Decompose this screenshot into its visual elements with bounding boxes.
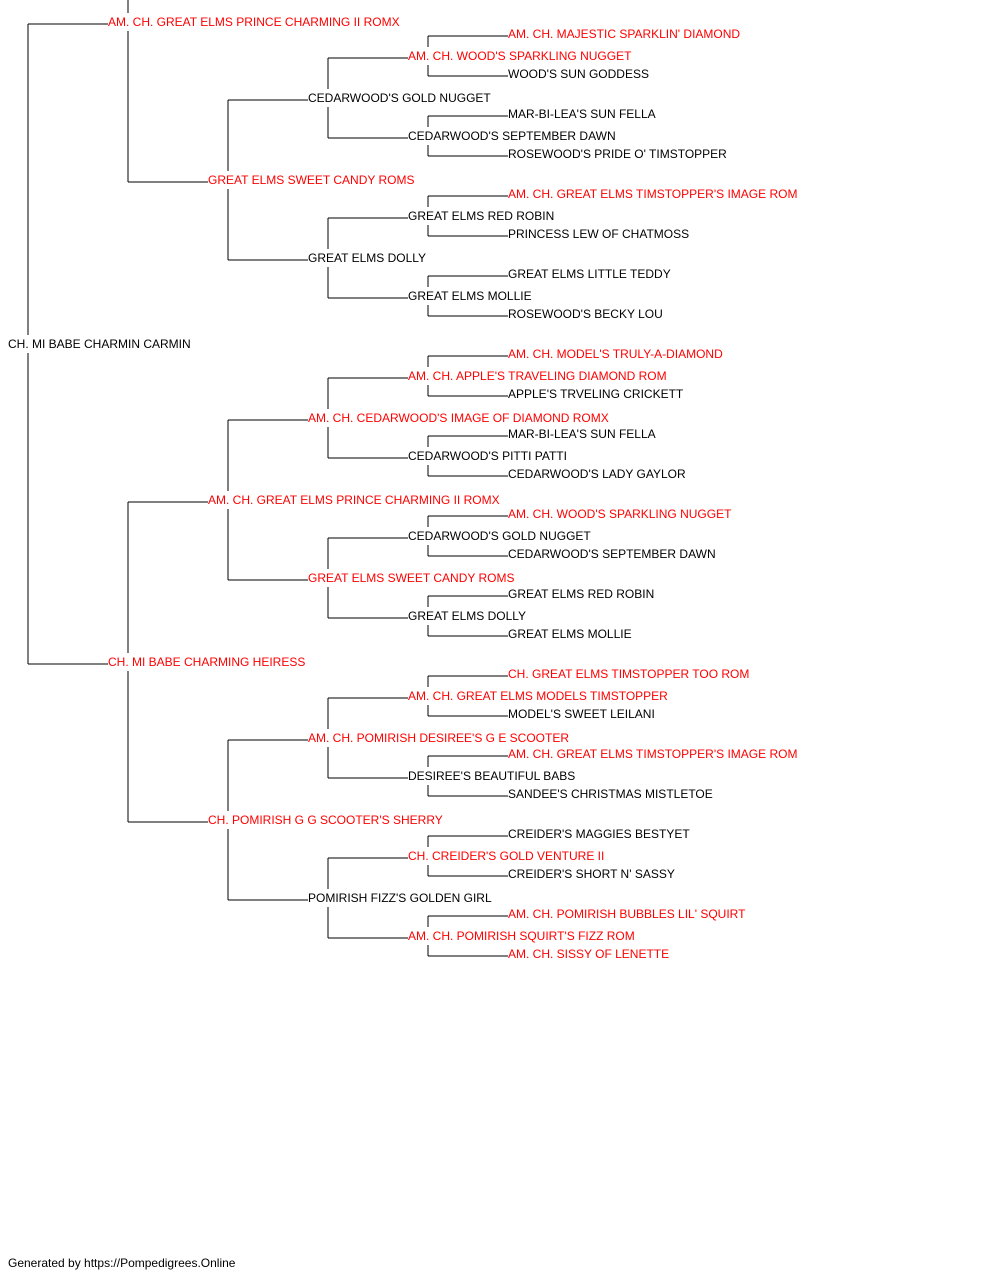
pedigree-name-sire-dam: GREAT ELMS SWEET CANDY ROMS — [208, 173, 414, 187]
pedigree-name-dam-dam-dam-sire-sire: CREIDER'S MAGGIES BESTYET — [508, 827, 690, 841]
pedigree-name-sire-dam-sire-sire-dam: WOOD'S SUN GODDESS — [508, 67, 649, 81]
pedigree-name-dam-sire-dam-dam-sire: GREAT ELMS RED ROBIN — [508, 587, 654, 601]
pedigree-name-dam-sire-dam-sire: CEDARWOOD'S GOLD NUGGET — [408, 529, 591, 543]
pedigree-name-dam-dam: CH. POMIRISH G G SCOOTER'S SHERRY — [208, 813, 443, 827]
pedigree-name-sire-dam-sire-dam-sire: MAR-BI-LEA'S SUN FELLA — [508, 107, 656, 121]
pedigree-name-sire-dam-sire-dam-dam: ROSEWOOD'S PRIDE O' TIMSTOPPER — [508, 147, 727, 161]
pedigree-name-sire-dam-sire-sire-sire: AM. CH. MAJESTIC SPARKLIN' DIAMOND — [508, 27, 740, 41]
pedigree-name-dam-sire-dam-dam-dam: GREAT ELMS MOLLIE — [508, 627, 632, 641]
pedigree-name-dam-dam-sire-sire-sire: CH. GREAT ELMS TIMSTOPPER TOO ROM — [508, 667, 749, 681]
pedigree-name-dam-sire-dam-sire-sire: AM. CH. WOOD'S SPARKLING NUGGET — [508, 507, 732, 521]
pedigree-name-sire-dam-sire-sire: AM. CH. WOOD'S SPARKLING NUGGET — [408, 49, 632, 63]
pedigree-name-dam-dam-sire: AM. CH. POMIRISH DESIREE'S G E SCOOTER — [308, 731, 569, 745]
pedigree-name-sire-dam-dam: GREAT ELMS DOLLY — [308, 251, 426, 265]
pedigree-name-dam-dam-dam-dam-sire: AM. CH. POMIRISH BUBBLES LIL' SQUIRT — [508, 907, 746, 921]
pedigree-name-sire-sire-dam-dam-dam: ROSEWOOD'S CHILIBEAN CHERUB — [508, 0, 712, 1]
pedigree-name-dam-sire-dam-dam: GREAT ELMS DOLLY — [408, 609, 526, 623]
pedigree-name-dam-sire-sire-sire: AM. CH. APPLE'S TRAVELING DIAMOND ROM — [408, 369, 667, 383]
pedigree-name-sire: AM. CH. GREAT ELMS PRINCE CHARMING II RO… — [108, 15, 400, 29]
footer-credit: Generated by https://Pompedigrees.Online — [8, 1256, 236, 1270]
pedigree-names: CH. MI BABE CHARMIN CARMIN AM. CH. GREAT … — [8, 0, 797, 961]
pedigree-name-dam-dam-sire-dam: DESIREE'S BEAUTIFUL BABS — [408, 769, 575, 783]
pedigree-name-dam-dam-sire-sire-dam: MODEL'S SWEET LEILANI — [508, 707, 655, 721]
pedigree-name-dam-sire-sire: AM. CH. CEDARWOOD'S IMAGE OF DIAMOND ROM… — [308, 411, 609, 425]
pedigree-name-dam-dam-dam-sire: CH. CREIDER'S GOLD VENTURE II — [408, 849, 604, 863]
pedigree-name-dam-dam-dam-dam-dam: AM. CH. SISSY OF LENETTE — [508, 947, 669, 961]
pedigree-name-dam: CH. MI BABE CHARMING HEIRESS — [108, 655, 305, 669]
pedigree-name-dam-dam-dam-sire-dam: CREIDER'S SHORT N' SASSY — [508, 867, 675, 881]
pedigree-name-sire-dam-dam-dam-sire: GREAT ELMS LITTLE TEDDY — [508, 267, 671, 281]
pedigree-name-dam-sire-dam: GREAT ELMS SWEET CANDY ROMS — [308, 571, 514, 585]
pedigree-name-dam-sire-sire-dam-sire: MAR-BI-LEA'S SUN FELLA — [508, 427, 656, 441]
pedigree-name-dam-sire-sire-sire-sire: AM. CH. MODEL'S TRULY-A-DIAMOND — [508, 347, 723, 361]
pedigree-name-sire-dam-dam-sire: GREAT ELMS RED ROBIN — [408, 209, 554, 223]
pedigree-name-dam-dam-dam-dam: AM. CH. POMIRISH SQUIRT'S FIZZ ROM — [408, 929, 635, 943]
pedigree-name-dam-dam-sire-dam-sire: AM. CH. GREAT ELMS TIMSTOPPER'S IMAGE RO… — [508, 747, 797, 761]
pedigree-name-dam-sire-dam-sire-dam: CEDARWOOD'S SEPTEMBER DAWN — [508, 547, 716, 561]
pedigree-name-dam-sire-sire-dam: CEDARWOOD'S PITTI PATTI — [408, 449, 567, 463]
pedigree-name-sire-dam-sire-dam: CEDARWOOD'S SEPTEMBER DAWN — [408, 129, 616, 143]
pedigree-name-dam-sire: AM. CH. GREAT ELMS PRINCE CHARMING II RO… — [208, 493, 500, 507]
pedigree-name-: CH. MI BABE CHARMIN CARMIN — [8, 337, 191, 351]
pedigree-name-sire-dam-sire: CEDARWOOD'S GOLD NUGGET — [308, 91, 491, 105]
pedigree-name-dam-dam-sire-dam-dam: SANDEE'S CHRISTMAS MISTLETOE — [508, 787, 713, 801]
pedigree-name-sire-dam-dam-sire-sire: AM. CH. GREAT ELMS TIMSTOPPER'S IMAGE RO… — [508, 187, 797, 201]
pedigree-name-dam-dam-sire-sire: AM. CH. GREAT ELMS MODELS TIMSTOPPER — [408, 689, 668, 703]
pedigree-name-sire-dam-dam-dam-dam: ROSEWOOD'S BECKY LOU — [508, 307, 663, 321]
pedigree-name-sire-dam-dam-sire-dam: PRINCESS LEW OF CHATMOSS — [508, 227, 689, 241]
pedigree-name-dam-sire-sire-sire-dam: APPLE'S TRVELING CRICKETT — [508, 387, 684, 401]
pedigree-connector-lines — [27, 0, 508, 957]
pedigree-name-dam-dam-dam: POMIRISH FIZZ'S GOLDEN GIRL — [308, 891, 492, 905]
pedigree-name-sire-dam-dam-dam: GREAT ELMS MOLLIE — [408, 289, 532, 303]
pedigree-name-dam-sire-sire-dam-dam: CEDARWOOD'S LADY GAYLOR — [508, 467, 686, 481]
